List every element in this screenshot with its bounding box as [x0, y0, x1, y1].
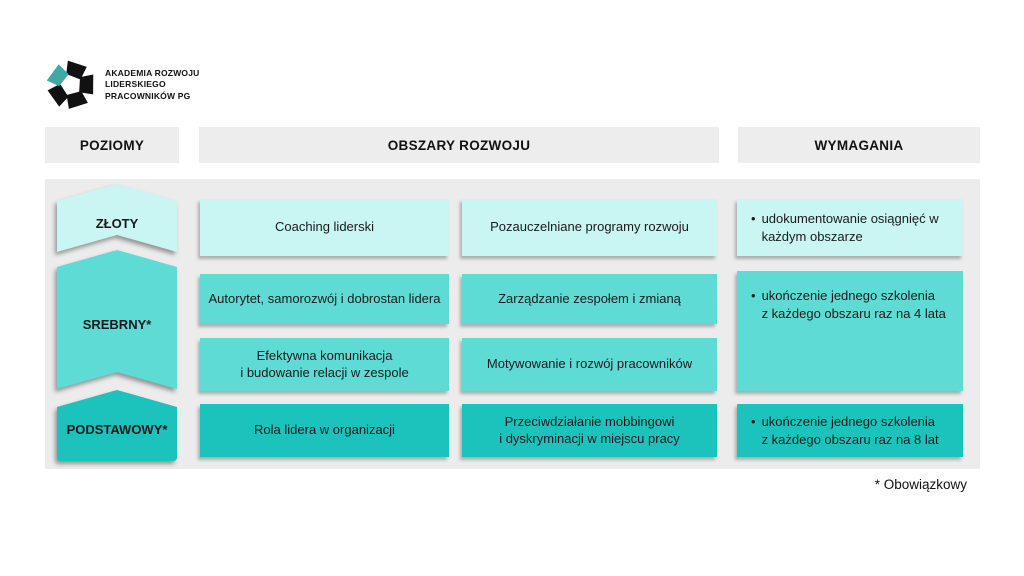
column-header-wymagania: WYMAGANIA: [738, 127, 980, 163]
level-silver: SREBRNY*: [57, 249, 177, 390]
card-line: Efektywna komunikacja: [256, 347, 393, 363]
requirement-gold: • udokumentowanie osiągnięć w każdym obs…: [737, 199, 963, 256]
card-line: Rola lidera w organizacji: [254, 422, 395, 438]
logo-title: AKADEMIA ROZWOJU LIDERSKIEGO PRACOWNIKÓW…: [105, 68, 200, 102]
area-card-pozauczelniane-programy: Pozauczelniane programy rozwoju: [462, 199, 717, 256]
requirement-basic: • ukończenie jednego szkolenia z każdego…: [737, 404, 963, 457]
logo: AKADEMIA ROZWOJU LIDERSKIEGO PRACOWNIKÓW…: [45, 58, 200, 112]
area-card-zarzadzanie-zespolem: Zarządzanie zespołem i zmianą: [462, 274, 717, 324]
card-line: Coaching liderski: [275, 219, 374, 235]
level-silver-label: SREBRNY*: [82, 317, 152, 332]
card-line: Zarządzanie zespołem i zmianą: [498, 290, 681, 306]
requirement-line: udokumentowanie osiągnięć w: [761, 210, 939, 226]
area-card-coaching-liderski: Coaching liderski: [200, 199, 449, 256]
requirement-silver: • ukończenie jednego szkolenia z każdego…: [737, 271, 963, 391]
card-line: Motywowanie i rozwój pracowników: [486, 356, 693, 372]
chevron-up-icon: [57, 250, 177, 389]
mandatory-footnote: * Obowiązkowy: [874, 477, 967, 492]
bullet-icon: •: [751, 413, 756, 429]
area-card-efektywna-komunikacja: Efektywna komunikacja i budowanie relacj…: [200, 338, 449, 391]
requirement-line: ukończenie jednego szkolenia: [761, 413, 936, 429]
level-gold: ZŁOTY: [57, 183, 177, 253]
logo-title-line: LIDERSKIEGO: [105, 79, 166, 90]
card-line: Pozauczelniane programy rozwoju: [490, 219, 689, 235]
level-basic: PODSTAWOWY*: [57, 388, 177, 461]
card-line: i dyskryminacji w miejscu pracy: [499, 430, 680, 446]
chevron-up-icon: [57, 184, 177, 252]
column-header-obszary: OBSZARY ROZWOJU: [199, 127, 719, 163]
bullet-icon: •: [751, 288, 756, 303]
area-card-autorytet-samorozwoj: Autorytet, samorozwój i dobrostan lidera: [200, 274, 449, 324]
requirement-line: z każdego obszaru raz na 8 lat: [761, 431, 939, 447]
card-line: i budowanie relacji w zespole: [240, 364, 409, 380]
level-basic-label: PODSTAWOWY*: [66, 422, 168, 437]
level-gold-label: ZŁOTY: [95, 215, 139, 231]
logo-title-line: PRACOWNIKÓW PG: [105, 90, 191, 101]
card-line: Przeciwdziałanie mobbingowi: [504, 413, 675, 429]
area-card-rola-lidera: Rola lidera w organizacji: [200, 404, 449, 457]
logo-title-line: AKADEMIA ROZWOJU: [105, 67, 200, 78]
card-line: Autorytet, samorozwój i dobrostan lidera: [208, 290, 441, 306]
bullet-icon: •: [751, 210, 756, 226]
pentagon-logo-icon: [46, 60, 94, 109]
requirement-line: każdym obszarze: [761, 228, 863, 244]
area-card-motywowanie-rozwoj: Motywowanie i rozwój pracowników: [462, 338, 717, 391]
chevron-up-icon: [57, 390, 177, 461]
requirement-line: z każdego obszaru raz na 4 lata: [761, 305, 946, 321]
column-header-poziomy: POZIOMY: [45, 127, 179, 163]
area-card-przeciwdzialanie-mobbingowi: Przeciwdziałanie mobbingowi i dyskrymina…: [462, 404, 717, 457]
requirement-line: ukończenie jednego szkolenia: [761, 288, 936, 303]
